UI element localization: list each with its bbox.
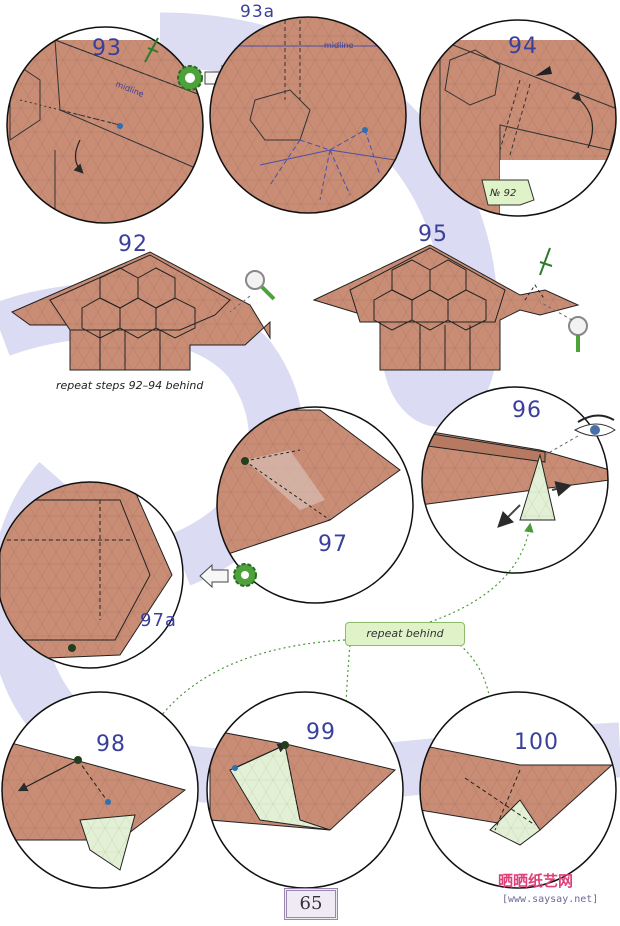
step-96-label: 96 <box>512 398 542 423</box>
step-92-diagram <box>10 251 271 371</box>
mountain-fold-icon <box>539 247 553 276</box>
mountain-fold-icon <box>144 37 159 63</box>
page-number: 65 <box>284 888 338 920</box>
step-99-label: 99 <box>306 720 336 745</box>
svg-text:midline: midline <box>324 41 354 50</box>
watermark-brand: 晒晒纸艺网 <box>498 872 574 890</box>
step-95-label: 95 <box>418 222 448 247</box>
step-97a-label: 97a <box>140 610 177 631</box>
repeat-behind-bubble: repeat behind <box>345 622 465 646</box>
magnifier-icon <box>229 270 276 313</box>
step-93a-diagram <box>210 17 406 213</box>
step-93-label: 93 <box>92 36 122 61</box>
step-98-diagram <box>2 692 198 888</box>
gear-icon <box>233 563 257 587</box>
step-100-diagram <box>420 692 616 888</box>
watermark-logo: 晒晒纸艺网 <box>498 870 573 891</box>
step-96-diagram <box>422 387 608 573</box>
gear-icon <box>177 65 203 91</box>
magnifier-icon <box>539 301 588 352</box>
eye-icon <box>544 414 616 456</box>
step-95-diagram <box>312 244 580 371</box>
watermark-url: [www.saysay.net] <box>502 894 599 905</box>
step-98-label: 98 <box>96 732 126 757</box>
step-97-diagram <box>217 407 413 603</box>
step-reference-badge: № 92 <box>481 179 535 206</box>
step-97-label: 97 <box>318 532 348 557</box>
repeat-92-94-note: repeat steps 92–94 behind <box>56 379 204 392</box>
step-ref-text: № 92 <box>489 188 516 199</box>
step-94-label: 94 <box>508 34 538 59</box>
step-92-label: 92 <box>118 232 148 257</box>
pleat-arrow-icon <box>535 66 552 76</box>
step-97a-diagram <box>0 482 183 668</box>
step-93a-label: 93a <box>240 2 276 22</box>
arrow-left-icon <box>199 563 229 589</box>
step-99-diagram <box>207 692 403 888</box>
step-100-label: 100 <box>514 730 559 755</box>
